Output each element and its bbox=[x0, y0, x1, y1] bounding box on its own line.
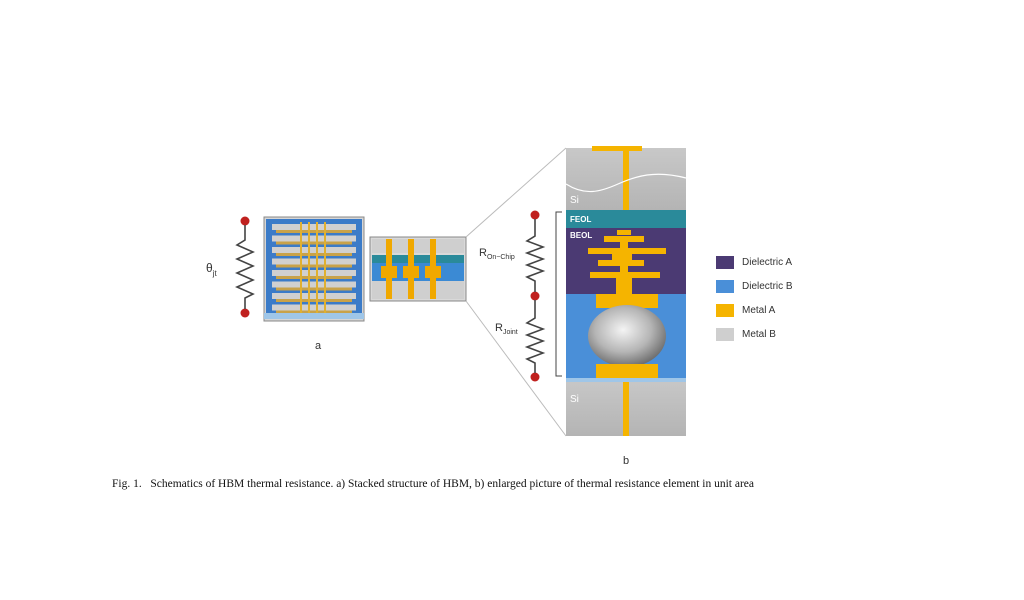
on-chip-resistor bbox=[524, 210, 562, 377]
stack-layers bbox=[272, 222, 356, 314]
zoom-bump-pad bbox=[403, 266, 419, 278]
stack-bump-row bbox=[276, 310, 352, 314]
stack-bump-row bbox=[276, 264, 352, 268]
stack-die-layer bbox=[272, 247, 356, 253]
stack-tsv bbox=[300, 222, 302, 314]
onchip-top-terminal bbox=[530, 210, 540, 220]
legend-swatch bbox=[716, 255, 734, 269]
resistor-zigzag bbox=[235, 225, 255, 309]
onchip-mid-terminal bbox=[530, 291, 540, 301]
legend-label: Dielectric B bbox=[742, 280, 793, 292]
stack-tsv bbox=[316, 222, 318, 314]
stack-die-layer bbox=[272, 304, 356, 311]
stack-die-layer bbox=[272, 293, 356, 299]
stack-die-layer bbox=[272, 281, 356, 288]
stack-tsv bbox=[324, 222, 326, 314]
stack-tsv bbox=[308, 222, 310, 314]
joint-resistor bbox=[524, 300, 546, 382]
r-joint-label: RJoint bbox=[495, 322, 518, 336]
si-bottom-label: Si bbox=[570, 394, 579, 405]
stack-zoom-section bbox=[369, 236, 467, 302]
onchip-zigzag bbox=[524, 219, 546, 292]
stack-bump-row bbox=[276, 230, 352, 233]
zoom-line-top bbox=[465, 147, 567, 238]
stack-bump-row bbox=[276, 253, 352, 256]
caption-number: Fig. 1. bbox=[112, 478, 142, 490]
legend-item-metal-a: Metal A bbox=[716, 298, 793, 322]
panel-a-label: a bbox=[315, 340, 322, 352]
stack-die-layer bbox=[272, 224, 356, 230]
si-top-label: Si bbox=[570, 195, 579, 206]
zoom-line-bottom bbox=[465, 300, 567, 437]
legend-label: Dielectric A bbox=[742, 256, 793, 268]
hbm-stack bbox=[263, 216, 365, 322]
stack-die-layer bbox=[272, 270, 356, 276]
panel-b-label: b bbox=[623, 455, 629, 467]
legend-item-dielectric-a: Dielectric A bbox=[716, 250, 793, 274]
stack-bump-row bbox=[276, 299, 352, 302]
stack-die-layer bbox=[272, 258, 356, 265]
legend-item-dielectric-b: Dielectric B bbox=[716, 274, 793, 298]
theta-label: θjt bbox=[206, 261, 217, 278]
beol-label: BEOL bbox=[570, 231, 592, 240]
joint-bottom-terminal bbox=[530, 372, 540, 382]
stack-bump-row bbox=[276, 276, 352, 279]
legend-swatch bbox=[716, 327, 734, 341]
zoom-bump-pad bbox=[381, 266, 397, 278]
beol-interconnect bbox=[588, 230, 666, 294]
resistor-top-terminal bbox=[240, 216, 250, 226]
r-onchip-label: ROn−Chip bbox=[479, 247, 515, 261]
legend-label: Metal B bbox=[742, 328, 776, 340]
legend-swatch bbox=[716, 303, 734, 317]
stack-bump-row bbox=[276, 287, 352, 291]
solder-bump bbox=[588, 305, 666, 367]
resistor-bottom-terminal bbox=[240, 308, 250, 318]
theta-resistor bbox=[235, 216, 255, 318]
stack-die-layer bbox=[272, 235, 356, 242]
caption-text: Schematics of HBM thermal resistance. a)… bbox=[150, 478, 754, 490]
legend-swatch bbox=[716, 279, 734, 293]
figure-caption: Fig. 1. Schematics of HBM thermal resist… bbox=[112, 478, 754, 490]
legend-item-metal-b: Metal B bbox=[716, 322, 793, 346]
joint-zigzag bbox=[524, 300, 546, 373]
stack-bump-row bbox=[276, 241, 352, 245]
feol-label: FEOL bbox=[570, 215, 591, 224]
unit-cell bbox=[565, 146, 687, 436]
legend: Dielectric A Dielectric B Metal A Metal … bbox=[716, 250, 793, 346]
legend-label: Metal A bbox=[742, 304, 776, 316]
zoom-bump-pad bbox=[425, 266, 441, 278]
